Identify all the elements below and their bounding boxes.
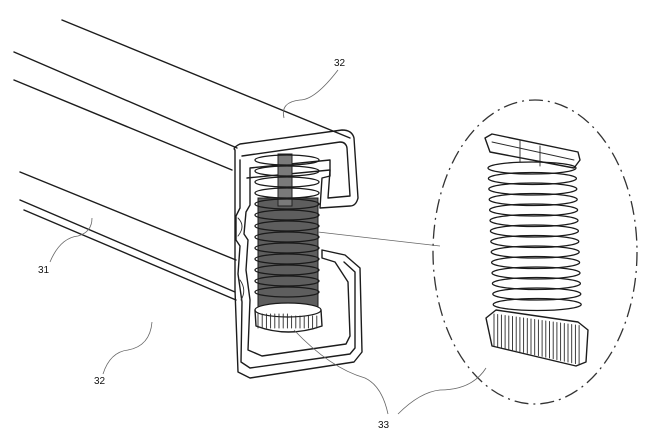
enlarged-coil-turn bbox=[489, 224, 580, 238]
label-33: 33 bbox=[378, 420, 390, 431]
enlarged-coil-turn bbox=[488, 203, 579, 217]
coil-turn bbox=[254, 286, 320, 298]
coil-turn bbox=[254, 154, 320, 166]
coil-turn bbox=[254, 275, 320, 287]
channel-cross-section bbox=[233, 129, 363, 379]
leader-33-a bbox=[293, 329, 389, 415]
enlarged-coil-turn bbox=[491, 276, 582, 291]
enlarged-coil-turn bbox=[489, 213, 579, 228]
spring-base bbox=[254, 302, 323, 333]
coil-turn bbox=[254, 187, 320, 199]
enlarged-coil-turn bbox=[490, 245, 580, 259]
coil-turn bbox=[254, 242, 320, 254]
leader-31 bbox=[49, 217, 93, 263]
coil-turn bbox=[254, 264, 320, 276]
enlarged-coil-turn bbox=[487, 161, 577, 175]
central-rod bbox=[277, 153, 293, 207]
coil-turn bbox=[254, 231, 320, 243]
coil-turn bbox=[254, 253, 320, 265]
coil-turn bbox=[254, 176, 320, 188]
detail-leader-line bbox=[317, 231, 441, 247]
rail-profile bbox=[13, 19, 351, 301]
coil-turn bbox=[254, 198, 320, 210]
coil-turn bbox=[254, 220, 320, 232]
leader-32-top bbox=[282, 69, 339, 119]
coil-turn bbox=[254, 165, 320, 177]
enlarged-coil-turn bbox=[490, 234, 580, 249]
enlarged-coil-spring bbox=[487, 161, 582, 312]
enlarged-coil-turn bbox=[491, 266, 581, 280]
label-31: 31 bbox=[38, 265, 50, 276]
spring-detail-enlarged bbox=[484, 133, 589, 367]
enlarged-coil-turn bbox=[488, 192, 578, 207]
leader-33-b bbox=[397, 367, 487, 415]
coil-turn bbox=[254, 209, 320, 221]
leader-32-bottom bbox=[102, 321, 153, 375]
enlarged-coil-turn bbox=[488, 182, 578, 196]
enlarged-coil-turn bbox=[490, 255, 581, 270]
coil-spring bbox=[254, 154, 320, 298]
enlarged-coil-turn bbox=[492, 297, 582, 312]
label-32-top: 32 bbox=[334, 58, 346, 69]
enlarged-coil-turn bbox=[487, 171, 578, 186]
enlarged-coil-turn bbox=[492, 287, 582, 301]
label-32-bottom: 32 bbox=[94, 376, 106, 387]
spring-assembly bbox=[254, 153, 323, 333]
detail-boundary bbox=[432, 99, 638, 405]
